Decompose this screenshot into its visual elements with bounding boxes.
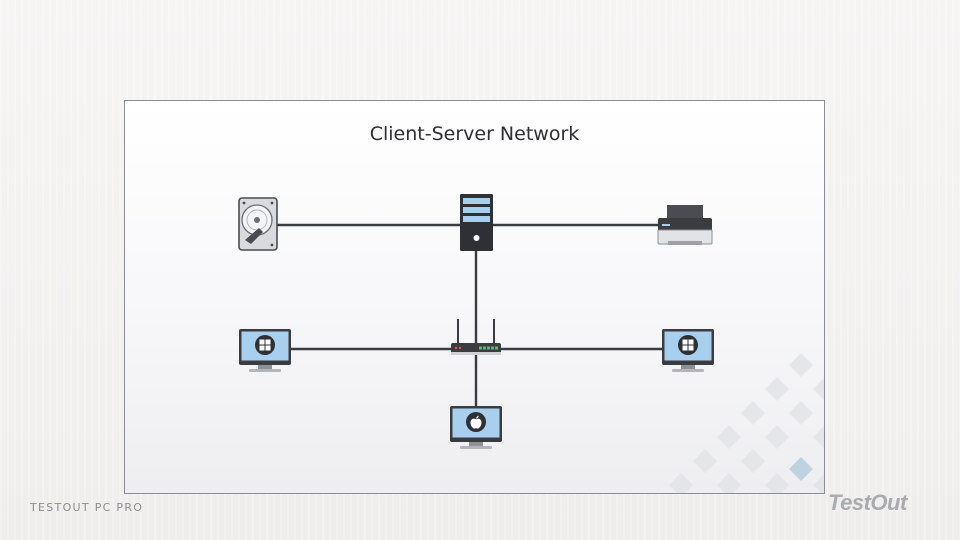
server-icon: [460, 194, 493, 251]
diagram-title: Client-Server Network: [369, 123, 580, 145]
hard-drive-icon: [238, 197, 278, 251]
footer-product-label: TESTOUT PC PRO: [30, 501, 144, 514]
apple-pc-icon: [450, 406, 502, 449]
printer-icon: [657, 205, 713, 245]
diagram-panel: Client-Server Network: [124, 100, 825, 494]
router-icon: [451, 319, 501, 355]
windows-pc-left-icon: [239, 329, 291, 372]
windows-pc-right-icon: [662, 329, 714, 372]
decorative-diamond-pattern: [669, 353, 824, 493]
connection-lines: [277, 223, 663, 406]
testout-logo: TestOut: [828, 490, 907, 515]
network-diagram: [238, 194, 824, 493]
